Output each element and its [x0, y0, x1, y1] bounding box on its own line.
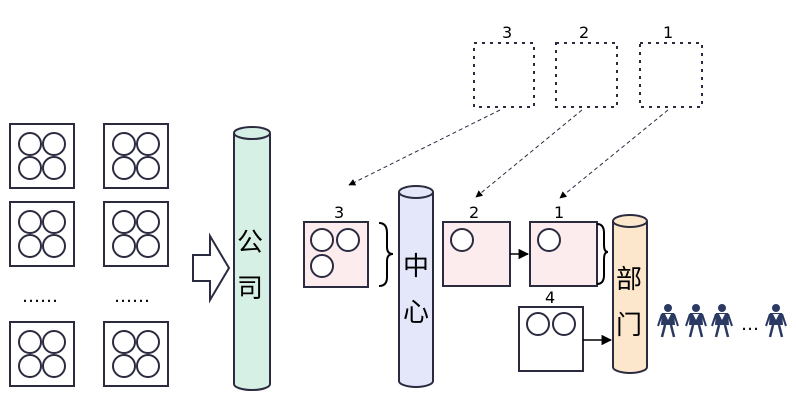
stage-box-label: 1 — [554, 203, 564, 222]
dashed-box-label: 3 — [502, 23, 512, 42]
dashed-box-label: 1 — [663, 23, 673, 42]
server-box — [9, 201, 75, 267]
brace-icon — [378, 222, 394, 287]
ellipsis-col1: …… — [22, 286, 58, 307]
company-char-1: 公 — [237, 228, 263, 258]
center-cylinder: 中 心 — [398, 185, 434, 388]
dashed-box-1: 1 — [639, 23, 703, 108]
stage-box-4: 4 — [518, 288, 584, 372]
dashed-arrow — [475, 109, 583, 198]
server-box — [9, 321, 75, 387]
person-icon — [710, 302, 734, 339]
dashed-arrow — [559, 109, 669, 199]
stage-box-label: 2 — [469, 203, 479, 222]
dashed-box-label: 2 — [579, 23, 589, 42]
department-char-1: 部 — [616, 265, 642, 295]
server-box — [103, 201, 169, 267]
person-icon — [684, 302, 708, 339]
people-group: … — [656, 302, 788, 339]
dashed-arrow — [348, 109, 501, 186]
block-arrow-icon — [192, 232, 231, 304]
company-cylinder: 公司 公 司 — [233, 126, 271, 391]
department-cylinder: 部 门 — [612, 214, 648, 374]
server-box — [103, 123, 169, 189]
person-icon — [656, 302, 680, 339]
stage-box-1: 1 — [529, 203, 598, 287]
stage-box-3: 3 — [303, 203, 369, 288]
people-ellipsis: … — [741, 314, 759, 335]
dashed-box-3: 3 — [473, 23, 535, 108]
brace-icon — [596, 223, 609, 285]
stage-box-label: 4 — [545, 288, 555, 307]
person-icon — [764, 302, 788, 339]
center-char-2: 心 — [403, 298, 429, 328]
dashed-box-2: 2 — [555, 23, 618, 108]
center-char-1: 中 — [403, 252, 429, 282]
stage-box-label: 3 — [334, 203, 344, 222]
server-box — [9, 123, 75, 189]
server-box — [103, 321, 169, 387]
department-char-2: 门 — [616, 311, 642, 341]
ellipsis-col2: …… — [114, 286, 150, 307]
company-char-2: 司 — [237, 274, 263, 304]
stage-box-2: 2 — [442, 203, 511, 287]
server-group-left: …… …… — [9, 123, 169, 387]
